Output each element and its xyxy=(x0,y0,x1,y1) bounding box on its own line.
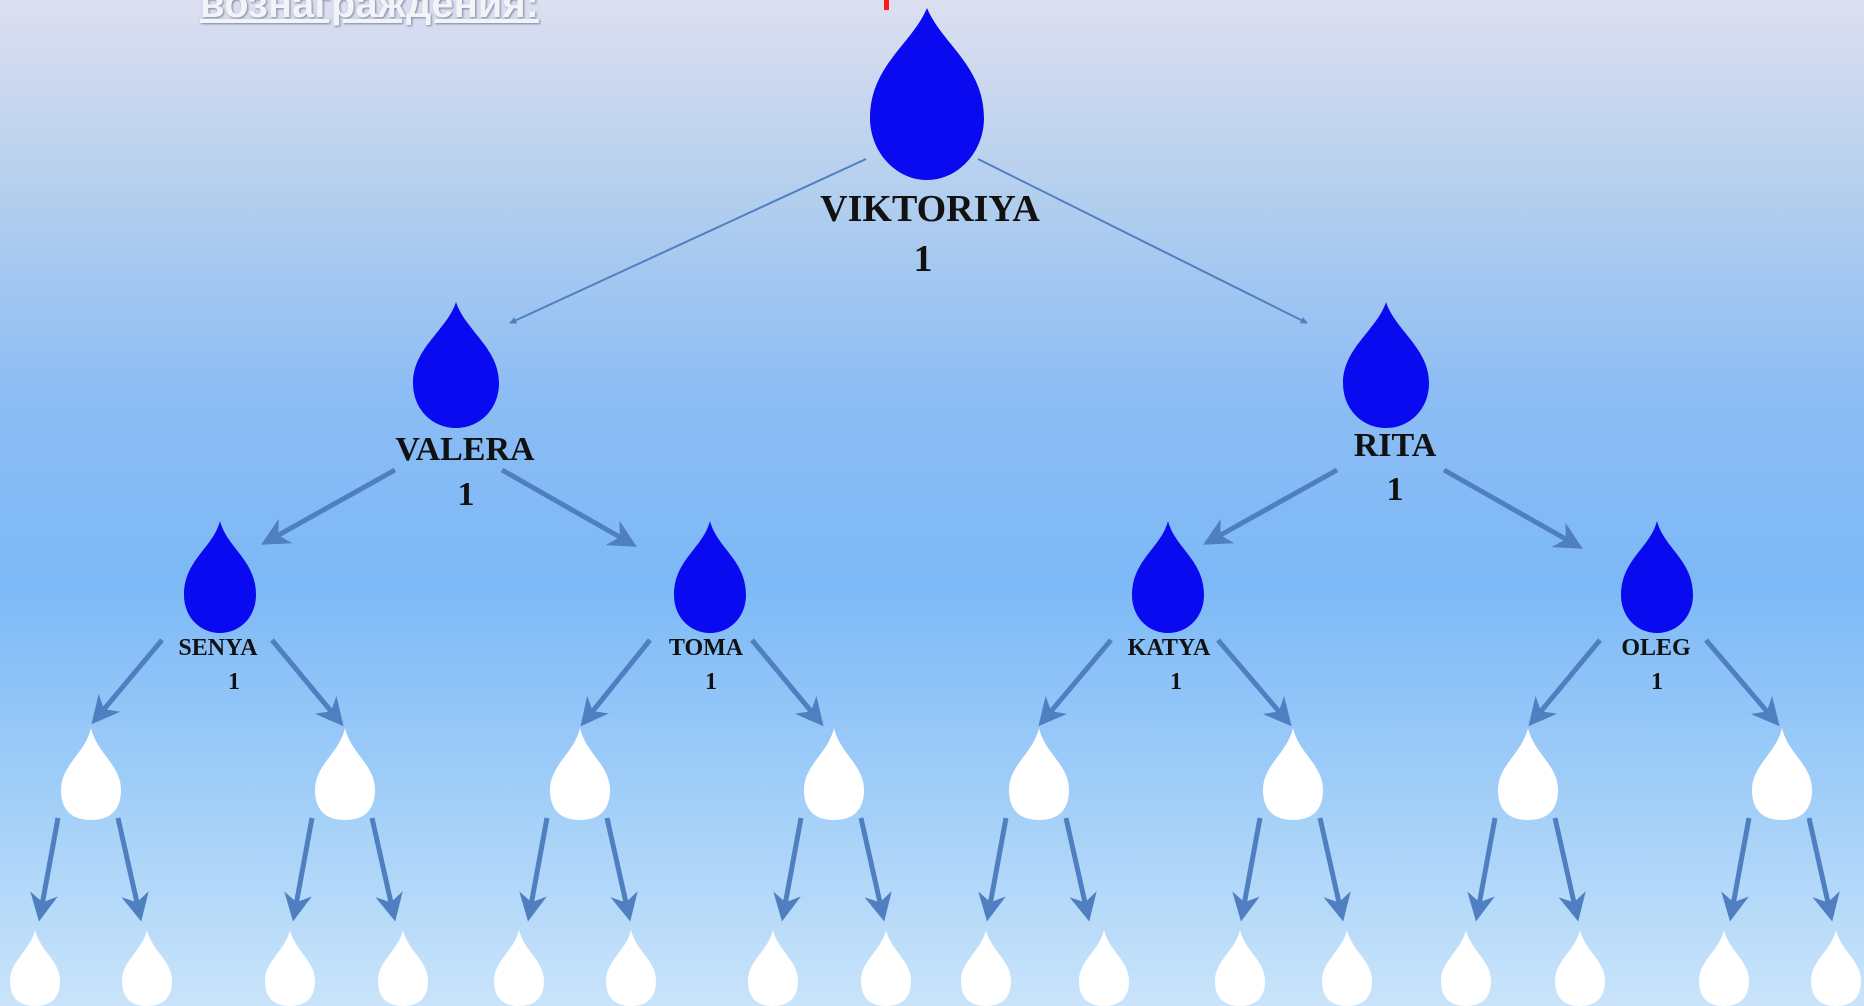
node-senya: SENYA 1 xyxy=(178,521,258,695)
node-name: SENYA xyxy=(178,635,258,661)
arrow-level3-left xyxy=(519,817,550,922)
root-name: VIKTORIYA xyxy=(820,188,1040,230)
arrow-valera-toma xyxy=(500,467,637,547)
arrow-level2-right xyxy=(750,638,824,727)
drop-icon xyxy=(674,521,746,633)
arrow-level2-right xyxy=(1216,638,1292,727)
drop-outline-icon xyxy=(550,728,610,820)
node-name: OLEG xyxy=(1621,635,1691,661)
arrow-level3-left xyxy=(773,817,804,922)
node-count: 1 xyxy=(1170,669,1182,695)
arrow-level3-left xyxy=(1232,817,1263,922)
arrow-level2-right xyxy=(1704,638,1780,727)
arrow-level2-left xyxy=(1528,638,1602,727)
arrow-level3-right xyxy=(1552,817,1586,922)
drop-outline-icon xyxy=(1752,728,1812,820)
arrow-level2-left xyxy=(580,638,652,727)
arrow-level3-left xyxy=(284,817,315,922)
drop-outline-icon xyxy=(1009,728,1069,820)
node-count: 1 xyxy=(228,669,240,695)
arrow-level3-right xyxy=(369,817,403,922)
node-oleg: OLEG 1 xyxy=(1621,521,1693,695)
arrow-level3-right xyxy=(1317,817,1351,922)
arrow-level3-right xyxy=(115,817,149,922)
drop-outline-icon xyxy=(61,728,121,820)
drop-outline-icon xyxy=(265,930,315,1006)
drop-icon xyxy=(1621,521,1693,633)
arrow-level2-left xyxy=(1038,638,1113,727)
node-toma: TOMA 1 xyxy=(669,521,746,695)
drop-icon xyxy=(413,302,499,428)
drop-icon xyxy=(1132,521,1204,633)
arrow-level3-right xyxy=(1806,817,1840,922)
drop-outline-icon xyxy=(1699,930,1749,1006)
red-marker xyxy=(884,0,889,10)
drop-outline-icon xyxy=(1498,728,1558,820)
arrow-rita-katya xyxy=(1203,467,1339,545)
node-name: TOMA xyxy=(669,635,744,661)
arrows xyxy=(30,158,1840,922)
node-katya: KATYA 1 xyxy=(1128,521,1211,695)
node-name: KATYA xyxy=(1128,635,1211,661)
node-count: 1 xyxy=(705,669,717,695)
node-rita: RITA 1 xyxy=(1343,302,1437,508)
drop-icon xyxy=(184,521,256,633)
drop-outline-icon xyxy=(378,930,428,1006)
drop-icon xyxy=(870,8,984,180)
arrow-level3-left xyxy=(978,817,1009,922)
node-count: 1 xyxy=(458,476,475,513)
drop-outline-icon xyxy=(861,930,911,1006)
arrow-valera-senya xyxy=(261,467,397,545)
drop-icon xyxy=(1343,302,1429,428)
arrow-level3-left xyxy=(30,817,61,922)
arrow-level3-right xyxy=(858,817,892,922)
drop-outline-icon xyxy=(748,930,798,1006)
drop-outline-icon xyxy=(1555,930,1605,1006)
arrow-level3-right xyxy=(604,817,638,922)
empty-slots xyxy=(10,728,1861,1006)
node-root: VIKTORIYA 1 xyxy=(820,8,1040,280)
node-count: 1 xyxy=(1651,669,1663,695)
drop-outline-icon xyxy=(1079,930,1129,1006)
drop-outline-icon xyxy=(1811,930,1861,1006)
drop-outline-icon xyxy=(122,930,172,1006)
drop-outline-icon xyxy=(1263,728,1323,820)
drop-outline-icon xyxy=(1322,930,1372,1006)
arrow-rita-oleg xyxy=(1442,467,1583,549)
drop-outline-icon xyxy=(315,728,375,820)
drop-outline-icon xyxy=(1441,930,1491,1006)
arrow-root-right xyxy=(977,158,1308,324)
root-count: 1 xyxy=(914,238,933,280)
arrow-level3-left xyxy=(1721,817,1752,922)
arrow-level2-left xyxy=(91,638,164,725)
node-valera: VALERA 1 xyxy=(395,302,535,513)
slide-heading: вознаграждения: xyxy=(200,0,540,26)
drop-outline-icon xyxy=(606,930,656,1006)
drop-outline-icon xyxy=(961,930,1011,1006)
node-name: VALERA xyxy=(395,431,535,468)
arrow-level2-right xyxy=(270,638,344,727)
drop-outline-icon xyxy=(10,930,60,1006)
node-name: RITA xyxy=(1354,427,1437,464)
arrow-level3-right xyxy=(1063,817,1097,922)
arrow-level3-left xyxy=(1467,817,1498,922)
drop-outline-icon xyxy=(494,930,544,1006)
drop-outline-icon xyxy=(804,728,864,820)
drop-outline-icon xyxy=(1215,930,1265,1006)
arrow-root-left xyxy=(509,158,867,324)
node-count: 1 xyxy=(1387,471,1404,508)
